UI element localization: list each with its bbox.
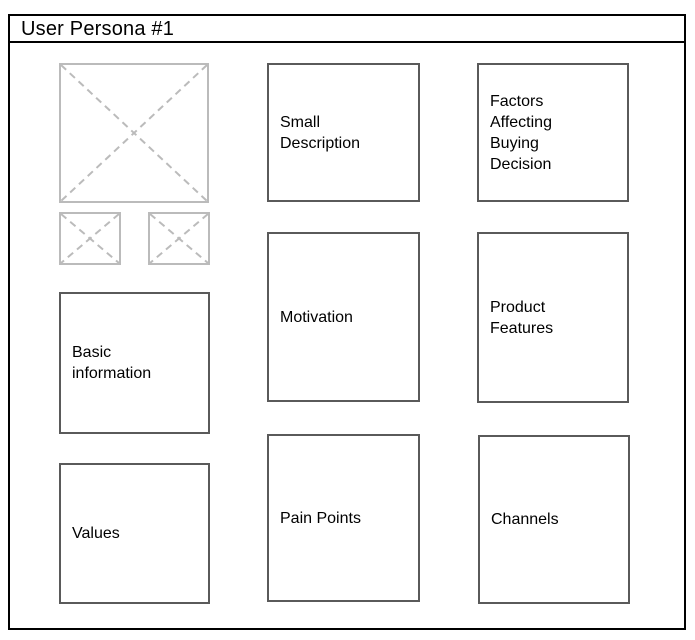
panel-label: Small Description xyxy=(280,113,361,152)
panel-product-features: Product Features xyxy=(477,232,629,403)
persona-frame: User Persona #1 xyxy=(8,14,686,630)
page-title: User Persona #1 xyxy=(21,17,175,40)
image-placeholder-icon xyxy=(150,214,208,263)
title-bar: User Persona #1 xyxy=(10,16,684,43)
panel-label: Basic information xyxy=(72,344,152,382)
panel-pain-points: Pain Points xyxy=(267,434,420,602)
panel-channels: Channels xyxy=(478,435,630,604)
image-placeholder-icon xyxy=(61,214,119,263)
small-image-placeholder-1 xyxy=(59,212,121,265)
panel-label: Factors Affecting Buying Decision xyxy=(490,92,552,173)
panel-values: Values xyxy=(59,463,210,604)
panel-motivation: Motivation xyxy=(267,232,420,402)
panel-basic-information: Basic information xyxy=(59,292,210,434)
panel-label: Motivation xyxy=(280,308,353,326)
panel-label: Pain Points xyxy=(280,509,361,527)
small-image-placeholder-2 xyxy=(148,212,210,265)
image-placeholder-icon xyxy=(61,65,207,201)
panel-factors-affecting-buying-decision: Factors Affecting Buying Decision xyxy=(477,63,629,202)
panel-label: Product Features xyxy=(490,298,554,337)
panel-label: Channels xyxy=(491,511,559,528)
panel-label: Values xyxy=(72,525,120,542)
large-image-placeholder xyxy=(59,63,209,203)
panel-small-description: Small Description xyxy=(267,63,420,202)
